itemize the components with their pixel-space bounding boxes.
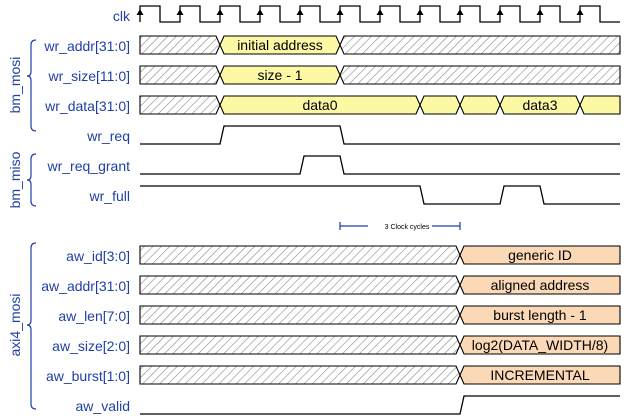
bus-value-label: aligned address (491, 277, 590, 293)
group-label-bm-mosi: bm_mosi (7, 57, 23, 114)
clock-edge-arrow (136, 9, 144, 15)
clock-edge-arrow (536, 9, 544, 15)
bus-value-label: data0 (302, 97, 337, 113)
waveform-aw-len: burst length - 1 (139, 305, 621, 325)
bit-trace (140, 185, 620, 205)
signal-label-wr-req: wr_req (86, 128, 130, 144)
bus-value-segment (459, 365, 621, 385)
signal-label-wr-req-grant: wr_req_grant (47, 158, 131, 174)
bus-value-label: burst length - 1 (493, 307, 587, 323)
waveform-wr-addr: initial address (139, 35, 621, 55)
waveform-wr-full (140, 185, 620, 205)
signal-label-wr-full: wr_full (89, 188, 130, 204)
waveform-aw-id: generic ID (139, 245, 621, 265)
bus-value-label: log2(DATA_WIDTH/8) (472, 337, 608, 353)
bus-value-label: INCREMENTAL (490, 367, 590, 383)
bus-value-segment (219, 35, 341, 55)
undefined-value-segment (139, 275, 461, 295)
clock-edge-arrow (496, 9, 504, 15)
bus-value-label: initial address (237, 37, 323, 53)
undefined-value-segment (139, 335, 461, 355)
waveform-wr-data: data0 data3 (139, 95, 621, 115)
clock-edge-arrow (376, 9, 384, 15)
clock-edge-arrow (416, 9, 424, 15)
undefined-value-segment (139, 65, 221, 85)
clock-edge-arrow (576, 9, 584, 15)
clock-trace (139, 5, 620, 23)
waveform-aw-addr: aligned address (139, 275, 621, 295)
group-label-bm-miso: bm_miso (7, 151, 23, 208)
clock-cycles-annotation (339, 222, 461, 230)
clock-edge-arrow (176, 9, 184, 15)
group-bracket-axi4-mosi (26, 242, 37, 410)
signal-label-aw-id: aw_id[3:0] (66, 248, 130, 264)
waveform-wr-size: size - 1 (139, 65, 621, 85)
undefined-value-segment (339, 35, 621, 55)
undefined-value-segment (139, 245, 461, 265)
bus-value-segment (459, 245, 621, 265)
waveform-aw-size: log2(DATA_WIDTH/8) (139, 335, 621, 355)
signal-label-aw-len: aw_len[7:0] (58, 308, 130, 324)
undefined-value-segment (139, 35, 221, 55)
signal-label-wr-data: wr_data[31:0] (44, 98, 130, 114)
bus-value-segment (219, 95, 421, 115)
bus-value-segment (459, 305, 621, 325)
signal-label-aw-addr: aw_addr[31:0] (41, 278, 130, 294)
clock-edge-arrow (296, 9, 304, 15)
undefined-value-segment (339, 65, 621, 85)
group-bracket-bm-mosi (26, 39, 37, 132)
signal-label-aw-size: aw_size[2:0] (52, 338, 130, 354)
waveform-aw-valid (140, 395, 620, 415)
clock-edge-arrow (216, 9, 224, 15)
bus-value-segment (459, 275, 621, 295)
bit-trace (140, 155, 620, 175)
bus-value-segment (459, 335, 621, 355)
bus-value-label: size - 1 (257, 67, 302, 83)
undefined-value-segment (139, 305, 461, 325)
waveform-wr-req-grant (140, 155, 620, 175)
signal-label-aw-valid: aw_valid (76, 398, 130, 414)
bus-value-label: data3 (522, 97, 557, 113)
clock-edge-arrow (256, 9, 264, 15)
signal-label-wr-size: wr_size[11:0] (48, 68, 130, 84)
bus-value-segment (219, 65, 341, 85)
bit-trace (140, 395, 620, 415)
group-bracket-bm-miso (26, 153, 37, 207)
clock-edge-arrow (456, 9, 464, 15)
bus-value-segment (499, 95, 581, 115)
bus-value-segment (419, 95, 461, 115)
clock-waveform (136, 5, 620, 23)
clock-edge-arrow (336, 9, 344, 15)
clock-label: clk (113, 8, 131, 24)
bus-value-label: generic ID (508, 247, 572, 263)
bus-value-segment (579, 95, 621, 115)
waveform-aw-burst: INCREMENTAL (139, 365, 621, 385)
undefined-value-segment (139, 95, 221, 115)
bit-trace (140, 125, 620, 145)
group-label-axi4-mosi: axi4_mosi (7, 293, 23, 356)
signal-label-aw-burst: aw_burst[1:0] (46, 368, 130, 384)
bus-value-segment (459, 95, 501, 115)
waveform-wr-req (140, 125, 620, 145)
undefined-value-segment (139, 365, 461, 385)
clock-cycles-label: 3 Clock cycles (385, 224, 430, 231)
signal-label-wr-addr: wr_addr[31:0] (43, 38, 130, 54)
